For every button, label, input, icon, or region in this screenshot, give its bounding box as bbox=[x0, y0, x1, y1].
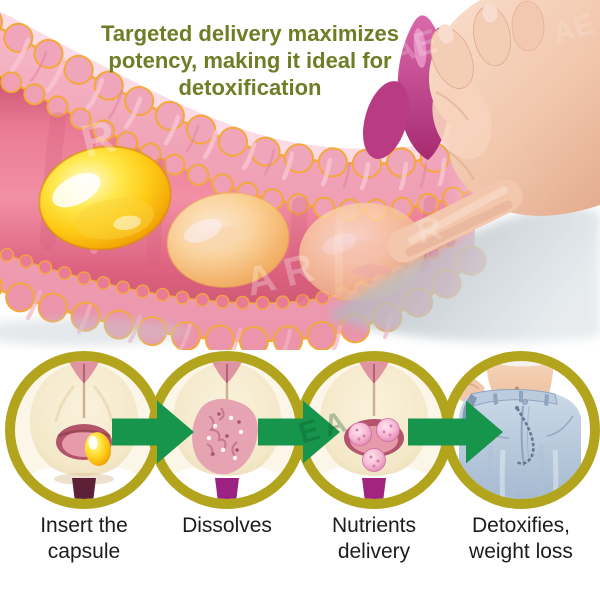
torso bbox=[486, 361, 554, 400]
hand-shadow bbox=[330, 208, 600, 343]
applicator bbox=[362, 478, 386, 499]
applicator bbox=[72, 478, 96, 499]
step-4-weight-loss bbox=[442, 351, 600, 509]
applicator bbox=[215, 478, 239, 499]
oversized-jeans bbox=[459, 389, 581, 499]
step-2-label: Dissolves bbox=[152, 513, 302, 539]
arrow-3-icon bbox=[408, 400, 503, 464]
step-2-label-line-1: Dissolves bbox=[182, 514, 272, 537]
capsule-stage-1 bbox=[38, 145, 172, 251]
inner-scalloped-edge bbox=[0, 63, 483, 221]
arrow-1-icon bbox=[112, 400, 194, 464]
palm bbox=[429, 0, 600, 216]
hand-creases bbox=[435, 91, 475, 181]
step-2-dissolves bbox=[148, 351, 306, 509]
step-1-label-line-2: capsule bbox=[47, 540, 121, 563]
headline-line-2: potency, making it ideal for bbox=[108, 48, 392, 73]
step-4-label-line-1: Detoxifies, bbox=[471, 514, 571, 537]
hand-illustration bbox=[387, 0, 600, 263]
capsule-stage-2 bbox=[166, 192, 290, 288]
steps-illustration: EA bbox=[5, 351, 600, 509]
pointing-finger bbox=[387, 179, 523, 263]
headline: Targeted delivery maximizes potency, mak… bbox=[0, 20, 500, 101]
step-3-label-line-1: Nutrients bbox=[331, 514, 417, 537]
step-4-label-line-2: weight loss bbox=[469, 540, 573, 563]
inserted-capsule bbox=[84, 432, 112, 466]
step-1-label: Insert the capsule bbox=[9, 513, 159, 565]
step-4-label: Detoxifies, weight loss bbox=[446, 513, 596, 565]
headline-line-3: detoxification bbox=[178, 75, 322, 100]
step-3-label: Nutrients delivery bbox=[299, 513, 449, 565]
main-illustration: R AE AR AE R bbox=[0, 0, 600, 350]
dissolving-mass bbox=[192, 398, 258, 475]
wall-striations-dark bbox=[29, 50, 428, 189]
nutrient-spheres bbox=[348, 418, 400, 472]
step-1-insert-capsule bbox=[5, 351, 163, 509]
step-3-label-line-2: delivery bbox=[337, 540, 411, 563]
arrow-2-icon bbox=[258, 400, 340, 464]
step-1-label-line-1: Insert the bbox=[40, 514, 128, 537]
top-scalloped-edge bbox=[0, 11, 493, 179]
headline-line-1: Targeted delivery maximizes bbox=[101, 21, 399, 46]
wall-striations bbox=[9, 37, 447, 191]
curled-fingertips bbox=[430, 0, 545, 89]
